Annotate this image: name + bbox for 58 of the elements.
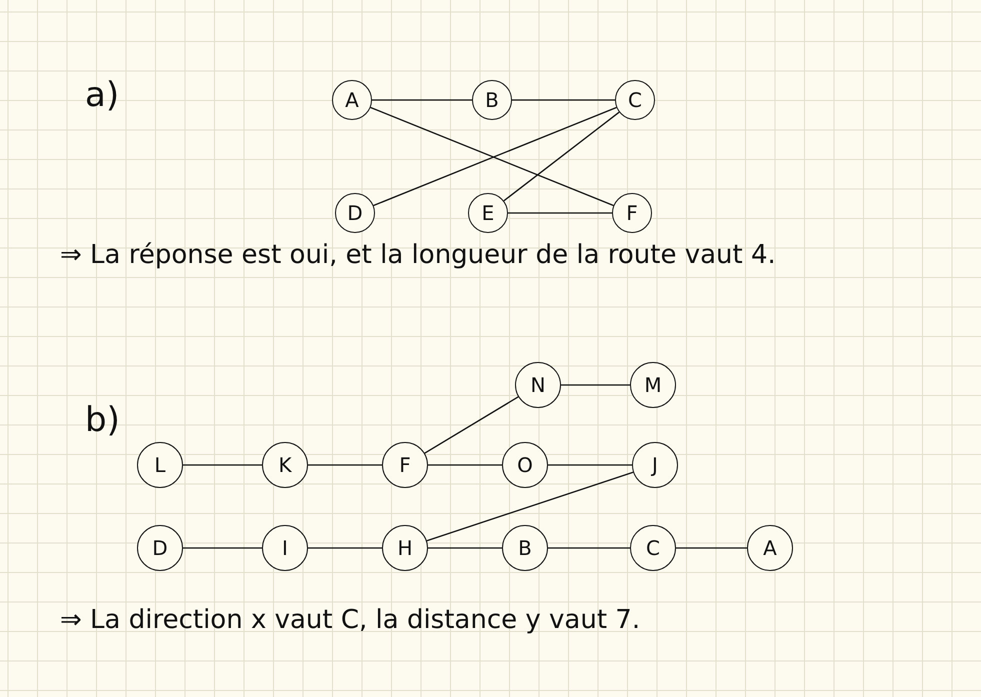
connector-line bbox=[428, 547, 502, 549]
node-letter: O bbox=[517, 453, 533, 477]
node-circle bbox=[262, 442, 308, 488]
conclusion-text: ⇒ La réponse est oui, et la longueur de la route vaut 4. bbox=[60, 240, 776, 270]
node-circle bbox=[137, 525, 183, 571]
node-letter: D bbox=[152, 536, 168, 560]
node-circle bbox=[262, 525, 308, 571]
node-letter: I bbox=[282, 536, 288, 560]
connector-line bbox=[372, 99, 472, 101]
node-circle bbox=[515, 362, 561, 408]
node-circle bbox=[612, 193, 652, 233]
node-letter: N bbox=[530, 373, 546, 397]
node-letter: A bbox=[345, 88, 359, 112]
connector-line bbox=[512, 99, 615, 101]
connector-line bbox=[183, 547, 262, 549]
connector-line bbox=[426, 472, 634, 542]
conclusion-text: ⇒ La direction x vaut C, la distance y vaut 7. bbox=[60, 605, 640, 635]
connector-line bbox=[428, 464, 502, 466]
node-letter: A bbox=[763, 536, 777, 560]
node-letter: L bbox=[154, 453, 166, 477]
node-circle bbox=[502, 442, 548, 488]
node-letter: F bbox=[626, 201, 638, 225]
node-circle bbox=[615, 80, 655, 120]
node-letter: D bbox=[347, 201, 363, 225]
connector-line bbox=[548, 464, 632, 466]
connector-line bbox=[508, 212, 612, 214]
node-letter: K bbox=[278, 453, 292, 477]
node-letter: M bbox=[644, 373, 662, 397]
node-letter: C bbox=[628, 88, 642, 112]
node-circle bbox=[472, 80, 512, 120]
node-letter: H bbox=[397, 536, 413, 560]
connector-line bbox=[308, 464, 382, 466]
node-letter: B bbox=[518, 536, 532, 560]
connector-line bbox=[503, 112, 620, 202]
connector-line bbox=[676, 547, 747, 549]
node-circle bbox=[630, 362, 676, 408]
node-circle bbox=[502, 525, 548, 571]
connector-line bbox=[561, 384, 630, 386]
connector-line bbox=[183, 464, 262, 466]
connector-line bbox=[424, 396, 519, 454]
node-letter: F bbox=[399, 453, 411, 477]
section-label: a) bbox=[85, 75, 120, 115]
node-circle bbox=[137, 442, 183, 488]
node-circle bbox=[335, 193, 375, 233]
node-letter: B bbox=[485, 88, 499, 112]
node-circle bbox=[632, 442, 678, 488]
node-letter: C bbox=[646, 536, 660, 560]
node-letter: E bbox=[482, 201, 494, 225]
node-circle bbox=[332, 80, 372, 120]
node-circle bbox=[382, 442, 428, 488]
node-circle bbox=[468, 193, 508, 233]
node-circle bbox=[747, 525, 793, 571]
node-circle bbox=[630, 525, 676, 571]
node-circle bbox=[382, 525, 428, 571]
node-letter: J bbox=[652, 453, 658, 477]
section-label: b) bbox=[85, 400, 120, 440]
connector-line bbox=[548, 547, 630, 549]
connector-line bbox=[308, 547, 382, 549]
